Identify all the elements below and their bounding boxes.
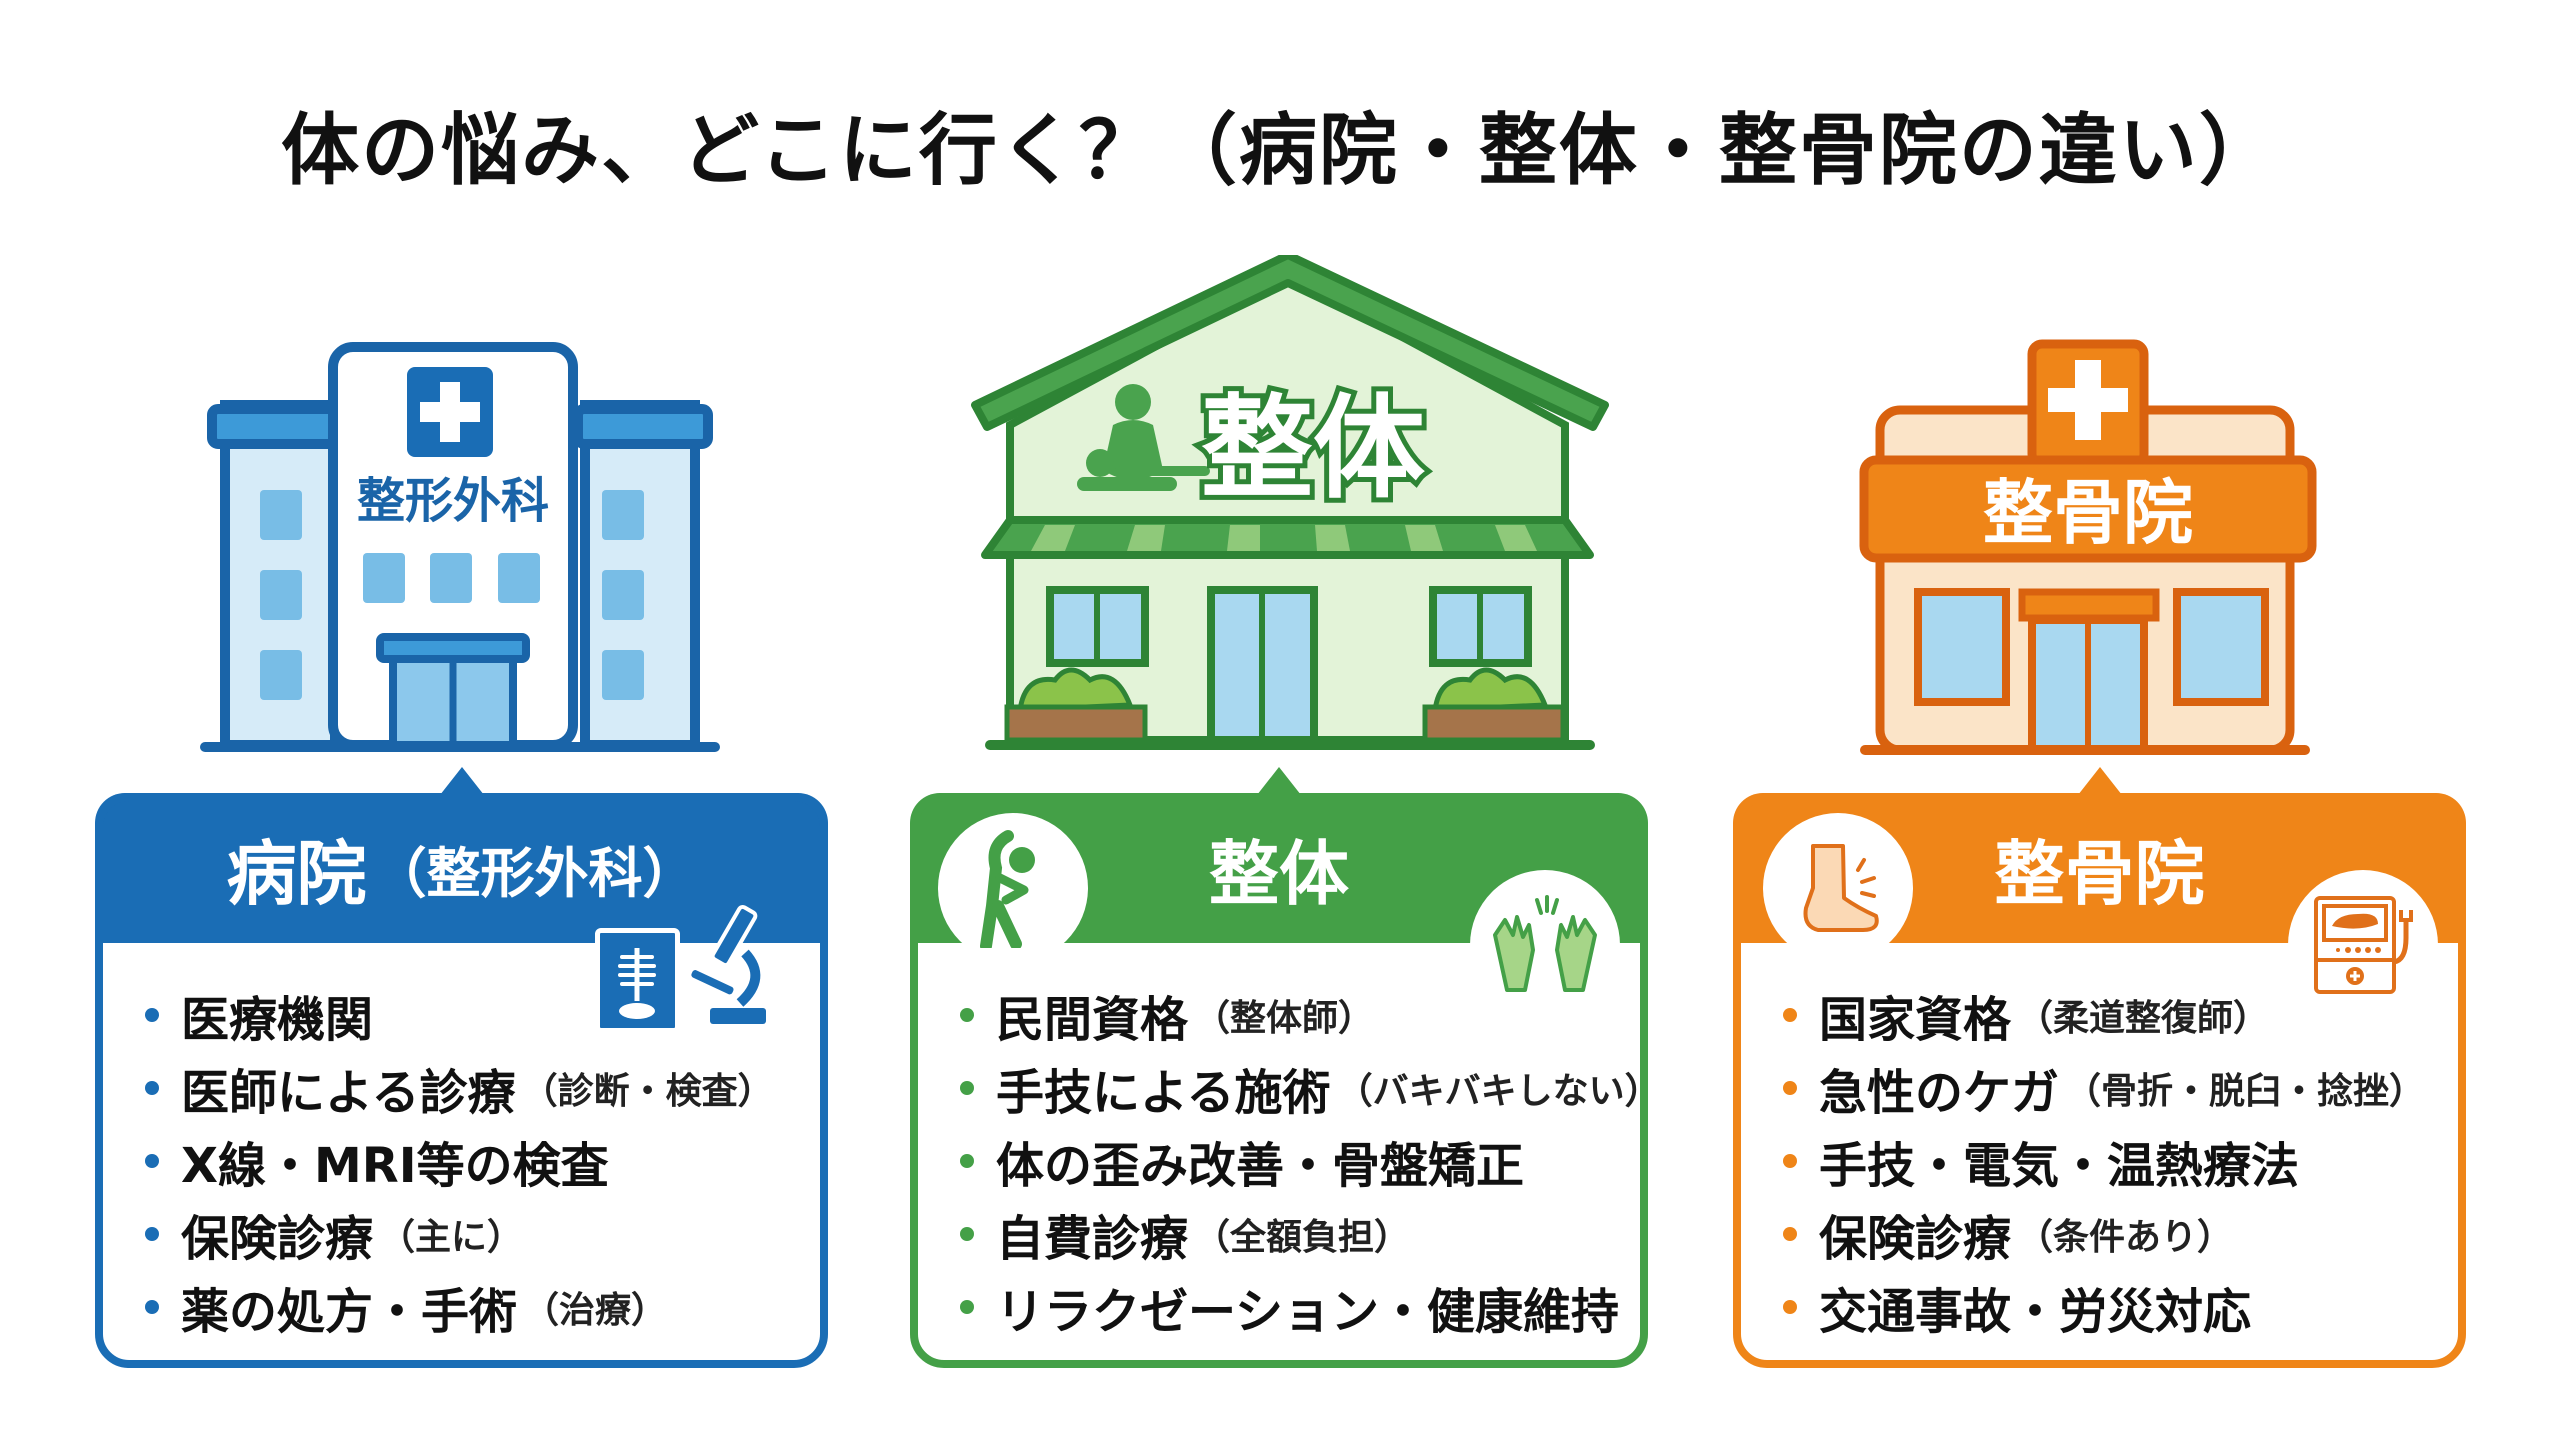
list-item: 手技による施術（バキバキしない）: [960, 1051, 1661, 1124]
electro-therapy-device-icon: [2288, 870, 2438, 1020]
svg-text:整形外科: 整形外科: [357, 473, 549, 529]
list-item: 医師による診療（診断・検査）: [145, 1051, 774, 1124]
list-item: 手技・電気・温熱療法: [1783, 1124, 2425, 1197]
list-item: 交通事故・労災対応: [1783, 1270, 2425, 1343]
page-title: 体の悩み、どこに行く？（病院・整体・整骨院の違い）: [281, 106, 2279, 196]
seikotsu-card: 整骨院 国家資格（柔道整復師） 急性のケガ（骨折・脱臼・捻挫） 手技・電気・温熱…: [1733, 767, 2466, 1368]
feature-list: 国家資格（柔道整復師） 急性のケガ（骨折・脱臼・捻挫） 手技・電気・温熱療法 保…: [1783, 978, 2425, 1343]
svg-text:整体: 整体: [1201, 384, 1425, 514]
list-item: 保険診療（条件あり）: [1783, 1197, 2425, 1270]
seikotsu-clinic-icon: 整骨院: [1850, 330, 2320, 760]
card-title: 整体: [1209, 832, 1349, 915]
list-item: 保険診療（主に）: [145, 1197, 774, 1270]
stretching-person-icon: [938, 813, 1088, 963]
card-header: 病院 （整形外科）: [95, 793, 828, 943]
card-pointer: [2077, 767, 2122, 795]
hands-icon: [1470, 870, 1620, 1020]
microscope-icon: [690, 898, 770, 1028]
card-body: [103, 943, 820, 1360]
card-title: 整骨院: [1994, 832, 2205, 915]
card-title-sub: （整形外科）: [372, 841, 697, 905]
list-item: 体の歪み改善・骨盤矯正: [960, 1124, 1661, 1197]
list-item: 国家資格（柔道整復師）: [1783, 978, 2425, 1051]
hospital-building-icon: 整形外科: [190, 325, 730, 765]
list-item: リラクゼーション・健康維持: [960, 1270, 1661, 1343]
injured-foot-icon: [1763, 813, 1913, 963]
list-item: 薬の処方・手術（治療）: [145, 1270, 774, 1343]
list-item: X線・MRI等の検査: [145, 1124, 774, 1197]
card-pointer: [439, 767, 484, 795]
xray-icon: [595, 928, 680, 1033]
hospital-card: 病院 （整形外科） 医療機関 医師による診療（診断・検査） X線・MRI等の検査…: [95, 767, 828, 1368]
card-pointer: [1257, 767, 1301, 795]
list-item: 民間資格（整体師）: [960, 978, 1661, 1051]
seitai-card: 整体 民間資格（整体師） 手技による施術（バキバキしない） 体の歪み改善・骨盤矯…: [910, 767, 1661, 1368]
list-item: 自費診療（全額負担）: [960, 1197, 1661, 1270]
list-item: 医療機関: [145, 978, 774, 1051]
list-item: 急性のケガ（骨折・脱臼・捻挫）: [1783, 1051, 2425, 1124]
svg-text:整骨院: 整骨院: [1983, 472, 2193, 554]
feature-list: 医療機関 医師による診療（診断・検査） X線・MRI等の検査 保険診療（主に） …: [145, 978, 774, 1343]
card-title: 病院: [226, 832, 367, 915]
seitai-house-icon: 整体: [965, 251, 1615, 765]
feature-list: 民間資格（整体師） 手技による施術（バキバキしない） 体の歪み改善・骨盤矯正 自…: [960, 978, 1661, 1343]
